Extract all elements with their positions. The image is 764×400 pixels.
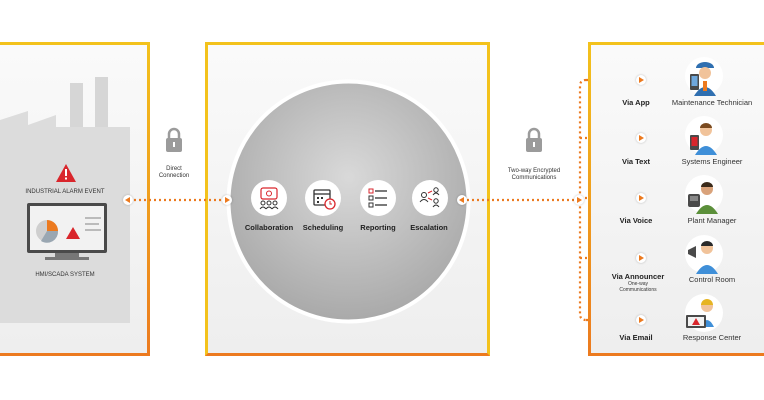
arrow-right-icon: [574, 195, 584, 205]
alert-triangle-icon: [56, 164, 76, 182]
two-way-label: Two-way Encrypted Communications: [507, 168, 561, 181]
arrow-right-icon: [636, 253, 646, 263]
collaboration-label: Collaboration: [244, 223, 294, 232]
arrow-left-icon: [457, 195, 467, 205]
plant-manager-avatar: [685, 175, 723, 214]
via-text-label: Via Text: [621, 157, 651, 166]
via-announcer-label: Via Announcer: [611, 272, 665, 281]
arrow-right-icon: [636, 133, 646, 143]
arrow-right-icon: [636, 75, 646, 85]
scheduling-label: Scheduling: [302, 223, 344, 232]
reporting-item: [358, 180, 398, 221]
maintenance-technician-avatar: [685, 57, 723, 96]
calendar-clock-icon: [305, 180, 341, 216]
monitor-icon: [27, 203, 107, 260]
role-label: Plant Manager: [687, 216, 737, 225]
escalation-icon: [412, 180, 448, 216]
alarm-event-label: INDUSTRIAL ALARM EVENT: [25, 189, 105, 195]
role-label: Response Center: [682, 333, 742, 342]
escalation-item: [410, 180, 450, 221]
direct-connection-label: Direct Connection: [158, 166, 190, 179]
arrow-right-icon: [222, 195, 232, 205]
arrow-left-icon: [123, 195, 133, 205]
recipients-panel: [588, 42, 764, 356]
checklist-icon: [360, 180, 396, 216]
control-room-avatar: [685, 235, 723, 274]
via-voice-label: Via Voice: [619, 216, 653, 225]
role-label: Systems Engineer: [681, 157, 743, 166]
systems-engineer-avatar: [685, 116, 723, 155]
arrow-right-icon: [636, 193, 646, 203]
one-way-label: One-way Communications: [619, 281, 657, 293]
response-center-avatar: [685, 294, 723, 332]
reporting-label: Reporting: [360, 223, 396, 232]
arrow-right-icon: [636, 315, 646, 325]
collaboration-icon: [251, 180, 287, 216]
scheduling-item: [303, 180, 343, 221]
role-label: Control Room: [688, 275, 736, 284]
escalation-label: Escalation: [410, 223, 448, 232]
lock-icon: [526, 127, 542, 152]
role-label: Maintenance Technician: [671, 98, 753, 107]
via-app-label: Via App: [622, 98, 650, 107]
collaboration-item: [241, 180, 297, 221]
system-label: HMI/SCADA SYSTEM: [35, 272, 95, 278]
via-email-label: Via Email: [619, 333, 653, 342]
lock-icon: [166, 127, 182, 152]
